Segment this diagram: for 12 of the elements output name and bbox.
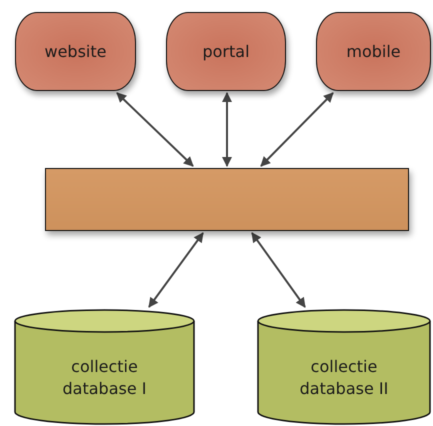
arrow [251, 232, 306, 308]
arrow [260, 92, 334, 167]
arrow [148, 232, 204, 308]
rounded-box [316, 12, 431, 91]
node-label: website [44, 40, 106, 62]
arrow [222, 92, 232, 167]
node-label: mobile [346, 40, 401, 62]
rounded-box [166, 12, 286, 91]
empty-box [45, 168, 409, 231]
node-label: portal [202, 40, 250, 62]
rounded-box [15, 12, 136, 91]
arrow [116, 92, 194, 167]
